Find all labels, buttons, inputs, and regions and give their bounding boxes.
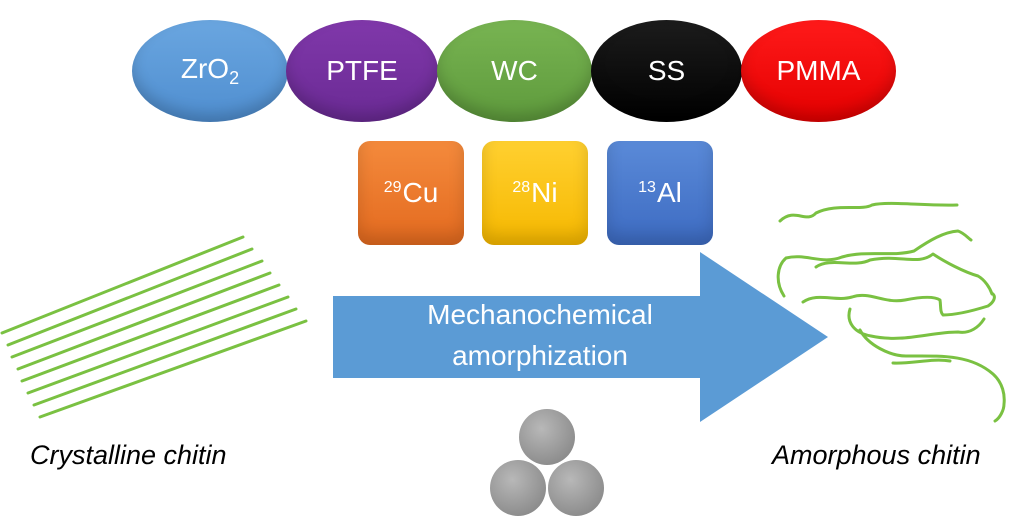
milling-ball — [519, 409, 575, 465]
fiber-strand — [776, 229, 973, 298]
milling-ball — [548, 460, 604, 516]
fiber-strand — [778, 201, 959, 223]
process-label-line2: amorphization — [452, 340, 628, 371]
milling-ball — [490, 460, 546, 516]
metal-al-label: 13Al — [638, 177, 682, 208]
crystalline-caption: Crystalline chitin — [30, 440, 227, 470]
amorphous-fibers — [776, 201, 1006, 423]
media-wc-label: WC — [491, 55, 538, 86]
media-ptfe: PTFE — [286, 20, 438, 122]
crystalline-fibers — [0, 235, 308, 419]
process-label-line1: Mechanochemical — [427, 299, 653, 330]
amorphous-caption: Amorphous chitin — [772, 440, 981, 470]
fiber-strand — [847, 307, 986, 340]
metal-al: 13Al — [607, 141, 713, 245]
fiber-line — [38, 319, 308, 419]
milling-balls — [490, 409, 604, 516]
fiber-line — [6, 247, 254, 347]
media-wc: WC — [437, 20, 592, 122]
fiber-strand — [891, 358, 952, 365]
media-pmma-label: PMMA — [776, 55, 861, 86]
media-ss-label: SS — [647, 55, 686, 86]
media-ptfe-label: PTFE — [326, 55, 398, 86]
fiber-line — [10, 259, 264, 359]
fiber-strand — [814, 252, 994, 296]
media-pmma: PMMA — [741, 20, 896, 122]
media-zro2: ZrO2 — [132, 20, 288, 122]
fiber-line — [0, 235, 245, 335]
metal-ni-label: 28Ni — [512, 177, 558, 208]
fiber-line — [20, 283, 281, 383]
fiber-strand — [858, 328, 1006, 423]
media-zro2-label: ZrO2 — [180, 53, 240, 88]
metal-ni: 28Ni — [482, 141, 588, 245]
metal-cu-label: 29Cu — [383, 177, 439, 208]
media-ss: SS — [591, 20, 742, 122]
fiber-line — [32, 307, 298, 407]
process-arrow — [333, 252, 828, 422]
fiber-line — [16, 271, 272, 371]
fiber-strand — [801, 292, 996, 317]
metal-cu: 29Cu — [358, 141, 464, 245]
fiber-line — [26, 295, 290, 395]
